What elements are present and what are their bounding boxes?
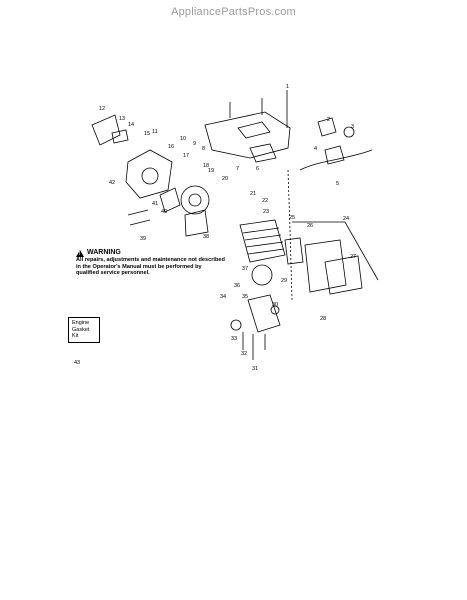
callout-39: 39 — [140, 236, 146, 242]
callout-24: 24 — [343, 216, 349, 222]
callout-1: 1 — [286, 84, 289, 90]
callout-37: 37 — [242, 266, 248, 272]
cover-gasket — [249, 143, 277, 163]
callout-29: 29 — [281, 278, 287, 284]
callout-3: 3 — [351, 124, 354, 130]
callout-22: 22 — [262, 198, 268, 204]
callout-30: 30 — [272, 302, 278, 308]
callout-9: 9 — [193, 141, 196, 147]
callout-19: 19 — [208, 168, 214, 174]
callout-10: 10 — [180, 136, 186, 142]
crankshaft — [247, 294, 281, 333]
warning-body: All repairs, adjustments and maintenance… — [76, 257, 225, 277]
cover-plate-12 — [91, 114, 121, 146]
callout-23: 23 — [263, 209, 269, 215]
callout-32: 32 — [241, 351, 247, 357]
callout-20: 20 — [222, 176, 228, 182]
callout-41: 41 — [152, 201, 158, 207]
callout-6: 6 — [256, 166, 259, 172]
ignition-module — [317, 117, 337, 137]
callout-11: 11 — [152, 129, 158, 135]
engine-gasket-kit-box: Engine Gasket Kit — [68, 317, 100, 343]
callout-42: 42 — [109, 180, 115, 186]
kit-label-1: Engine — [72, 320, 90, 326]
callout-31: 31 — [252, 366, 258, 372]
callout-34: 34 — [220, 294, 226, 300]
callout-18: 18 — [203, 163, 209, 169]
warning-title-text: WARNING — [87, 249, 121, 257]
callout-27: 27 — [350, 254, 356, 260]
kit-label-2: Gasket — [72, 326, 90, 333]
engine-cover — [204, 111, 291, 159]
housing-16 — [125, 149, 173, 199]
callout-17: 17 — [183, 153, 189, 159]
callout-38: 38 — [203, 234, 209, 240]
callout-7: 7 — [236, 166, 239, 172]
kit-label-3: Kit — [72, 333, 79, 339]
callout-35: 35 — [242, 294, 248, 300]
callout-25: 25 — [289, 215, 295, 221]
site-watermark: AppliancePartsPros.com — [171, 6, 296, 18]
starter-housing-38 — [184, 209, 209, 237]
callout-33: 33 — [231, 336, 237, 342]
flywheel — [180, 185, 210, 215]
callout-14: 14 — [128, 122, 134, 128]
kit-ref-number: 43 — [74, 360, 81, 366]
warning-notice: WARNING All repairs, adjustments and mai… — [76, 249, 226, 277]
callout-8: 8 — [202, 146, 205, 152]
callout-26: 26 — [307, 223, 313, 229]
callout-5: 5 — [336, 181, 339, 187]
callout-36: 36 — [234, 283, 240, 289]
warning-triangle-icon — [76, 250, 84, 258]
warning-title: WARNING — [76, 249, 226, 258]
callout-12: 12 — [99, 106, 105, 112]
cylinder — [239, 219, 286, 263]
callout-16: 16 — [168, 144, 174, 150]
callout-13: 13 — [119, 116, 125, 122]
piston — [251, 264, 273, 286]
callout-21: 21 — [250, 191, 256, 197]
callout-2: 2 — [327, 117, 330, 123]
muffler — [304, 239, 347, 293]
callout-15: 15 — [144, 131, 150, 137]
callout-4: 4 — [314, 146, 317, 152]
callout-40: 40 — [161, 209, 167, 215]
callout-28: 28 — [320, 316, 326, 322]
